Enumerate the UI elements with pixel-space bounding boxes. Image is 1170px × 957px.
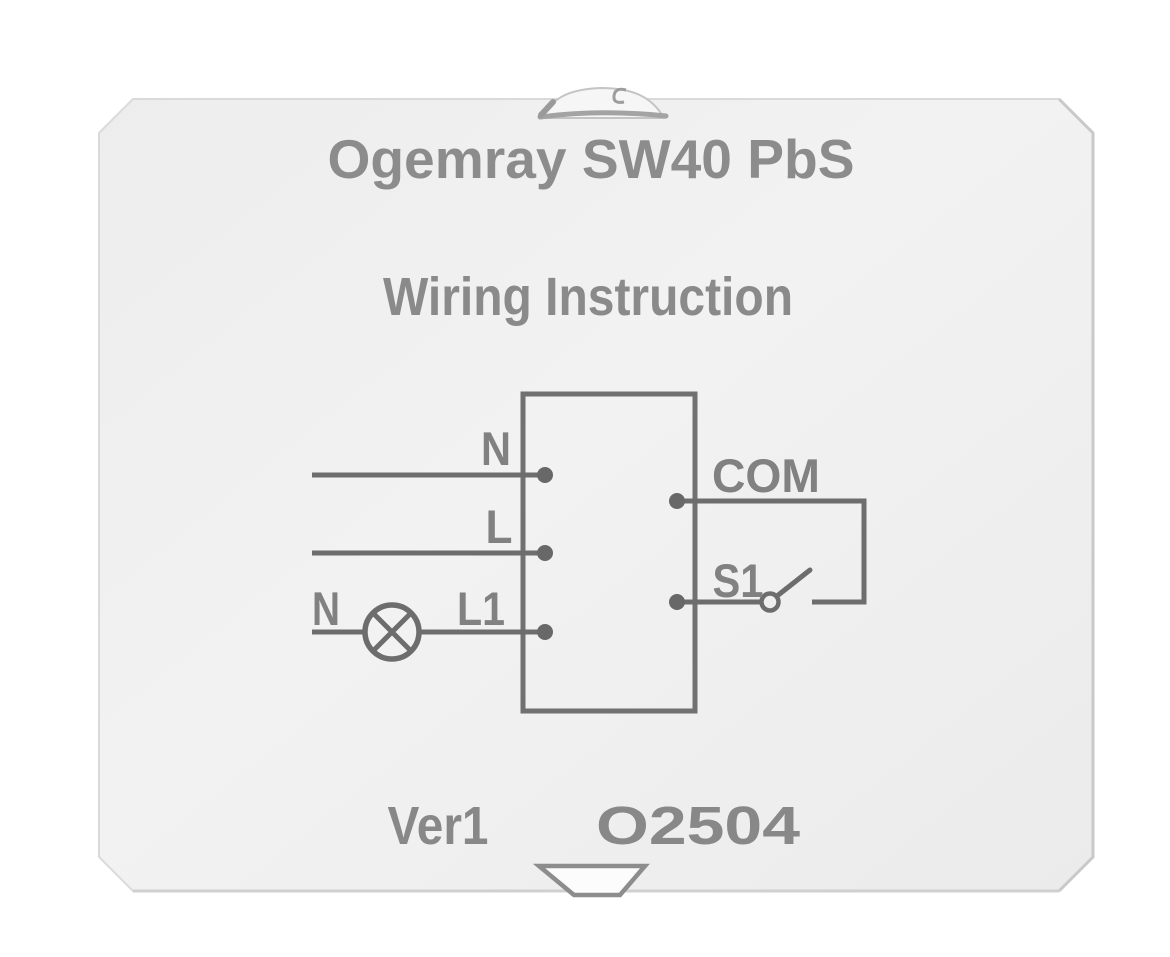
wire-com-loop — [677, 498, 867, 605]
terminal-label-l1: L1 — [457, 582, 505, 635]
title-block: Ogemray SW40 PbS Wiring Instruction — [328, 128, 855, 327]
date-code-text: O2504 — [596, 796, 800, 856]
faceplate — [98, 97, 1095, 893]
terminal-dot-s1 — [669, 594, 685, 610]
lamp-neutral-label: N — [312, 582, 340, 635]
top-mount-tab-notch — [538, 99, 556, 118]
lamp-icon — [362, 602, 422, 662]
top-tab-mark-icon — [612, 87, 627, 104]
open-switch-icon — [759, 567, 813, 613]
section-title: Wiring Instruction — [383, 267, 793, 327]
product-title: Ogemray SW40 PbS — [328, 128, 855, 190]
version-text: Ver1 — [388, 796, 489, 856]
top-mount-tab — [537, 86, 669, 120]
wiring-diagram: N L L1 N COM S1 — [312, 391, 867, 714]
terminal-label-n: N — [481, 422, 511, 475]
terminal-label-l: L — [486, 500, 513, 553]
terminal-label-com: COM — [712, 449, 820, 502]
terminal-dot-n — [537, 467, 553, 483]
bottom-mount-tab — [532, 863, 650, 898]
terminal-dot-l1 — [537, 624, 553, 640]
faceplate-body — [98, 98, 1094, 892]
terminal-dot-l — [537, 545, 553, 561]
faceplate-edge-shadow-right — [1057, 97, 1095, 893]
terminal-label-s1: S1 — [713, 554, 764, 607]
terminal-dot-com — [669, 493, 685, 509]
footer-block: Ver1 O2504 — [388, 796, 801, 856]
top-mount-tab-edge — [537, 110, 669, 120]
